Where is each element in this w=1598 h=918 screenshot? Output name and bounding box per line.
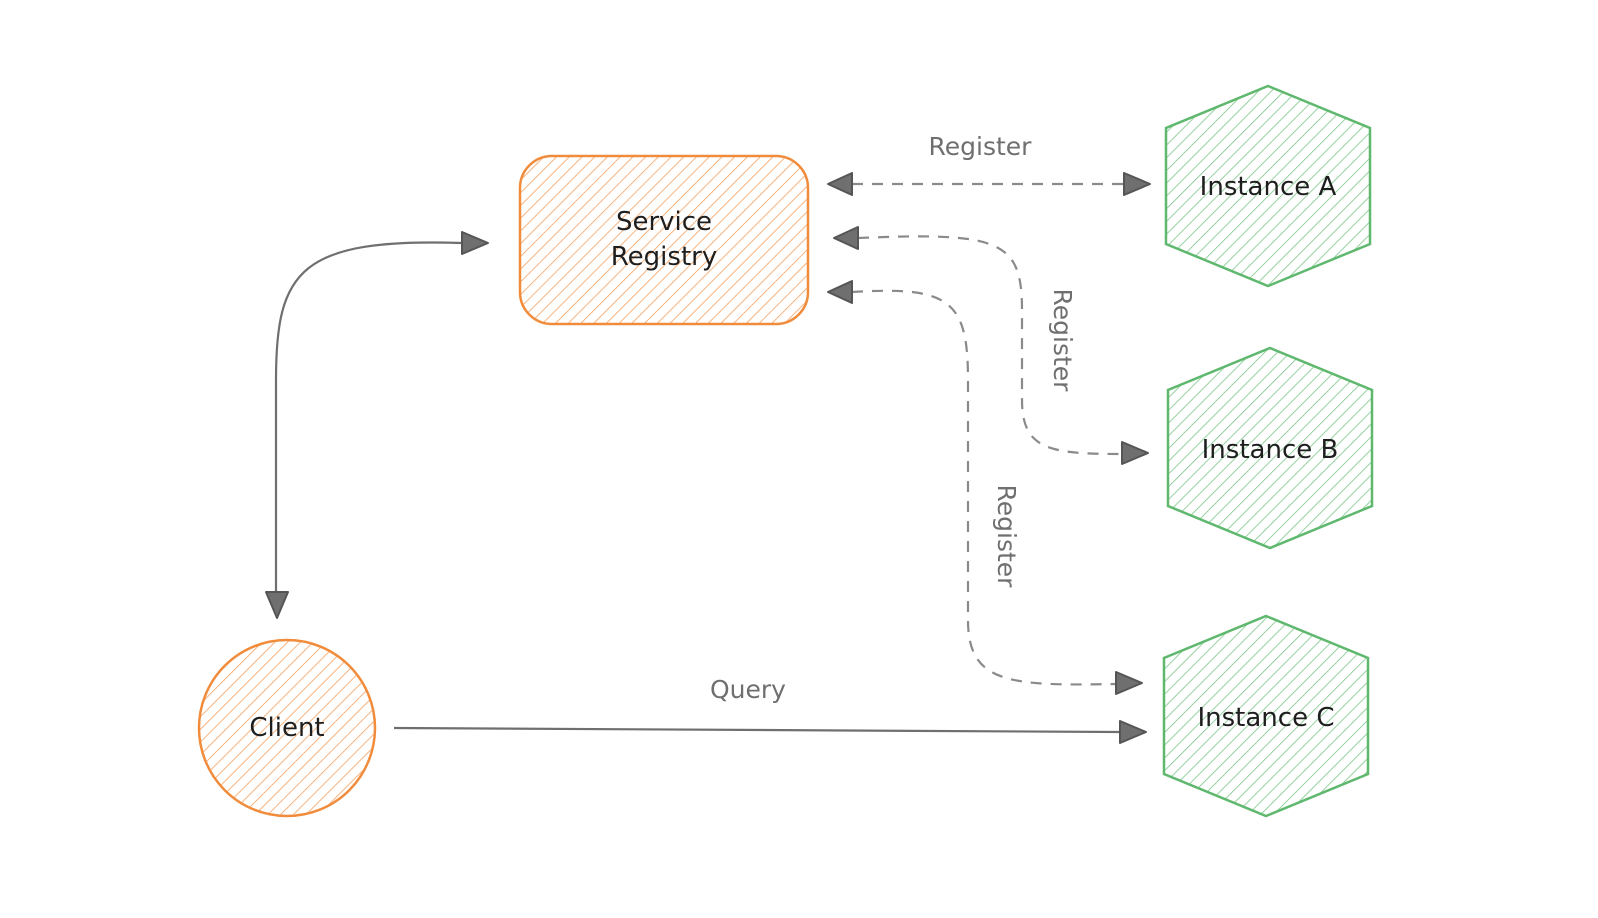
register-b-line <box>857 235 1123 456</box>
register-a-label: Register <box>929 132 1033 161</box>
instance-b-shape <box>1166 346 1374 550</box>
register-c-arrowhead-start <box>827 280 853 304</box>
service-registry-shape <box>518 154 810 326</box>
register-a-arrowhead-end <box>1123 172 1151 196</box>
client-node[interactable]: Client <box>197 638 377 818</box>
register-b-arrowhead-end <box>1121 441 1149 465</box>
register-c-edge[interactable]: Register <box>827 280 1143 695</box>
query-label: Query <box>710 675 786 704</box>
register-c-label: Register <box>992 485 1021 589</box>
service-registry-node[interactable]: Service Registry <box>518 154 810 326</box>
instance-c-label: Instance C <box>1197 703 1334 733</box>
query-edge[interactable]: Query <box>393 675 1147 744</box>
client-label: Client <box>249 713 324 743</box>
register-a-edge[interactable]: Register <box>827 132 1151 196</box>
instance-a-shape <box>1164 84 1372 288</box>
instance-c-shape <box>1162 614 1370 818</box>
instance-c-node[interactable]: Instance C <box>1162 614 1370 818</box>
instance-b-node[interactable]: Instance B <box>1166 346 1374 550</box>
client-registry-arrowhead-client <box>265 591 289 619</box>
register-c-line <box>851 289 1117 686</box>
query-arrowhead <box>1119 720 1147 744</box>
service-registry-label-line1: Service <box>616 207 712 237</box>
client-shape <box>197 638 377 818</box>
register-b-label: Register <box>1048 289 1077 393</box>
client-registry-line <box>274 241 463 592</box>
instance-b-label: Instance B <box>1202 435 1339 465</box>
instance-a-node[interactable]: Instance A <box>1164 84 1372 288</box>
register-c-arrowhead-end <box>1115 671 1143 695</box>
instance-a-label: Instance A <box>1200 172 1337 202</box>
client-registry-edge[interactable] <box>265 231 489 619</box>
register-b-edge[interactable]: Register <box>833 226 1149 465</box>
register-a-arrowhead-start <box>827 172 853 196</box>
register-b-arrowhead-start <box>833 226 859 250</box>
query-line <box>393 726 1121 734</box>
client-registry-arrowhead-registry <box>461 231 489 255</box>
service-registry-label-line2: Registry <box>611 242 717 272</box>
